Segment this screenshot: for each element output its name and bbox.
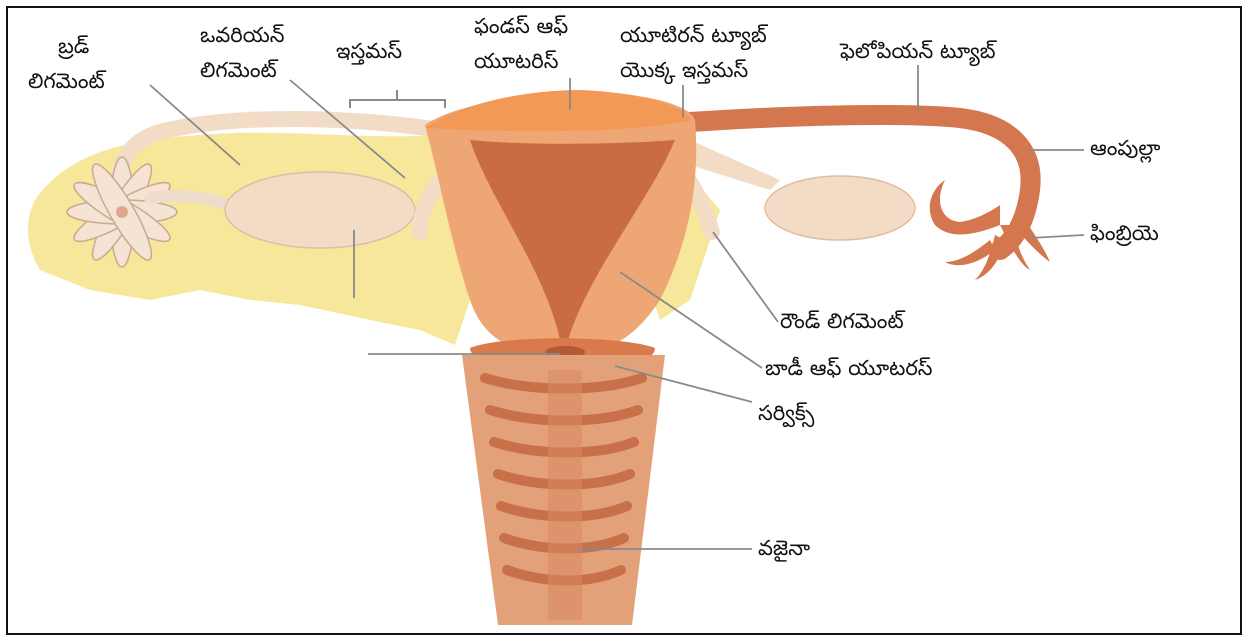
label-fundus-2: యూటరిస్ xyxy=(474,48,558,75)
round-ligament-leader xyxy=(713,232,778,322)
label-vagina: వజైనా xyxy=(758,535,810,562)
label-fimbriae: ఫింబ్రియె xyxy=(1090,220,1159,247)
label-broad-ligament-2: లిగమెంట్ xyxy=(28,68,105,95)
label-broad-ligament-1: బ్రడ్ xyxy=(58,33,89,60)
label-fundus-1: ఫండస్ ఆఫ్ xyxy=(474,13,568,40)
label-body-of-uterus: బాడీ ఆఫ్ యూటరస్ xyxy=(765,355,933,382)
label-tube-isthmus-2: యొక్క ఇస్తమస్ xyxy=(620,57,748,84)
vaginal-canal-shape xyxy=(548,370,582,620)
label-fallopian-tube: ఫెలోపియన్ ట్యూబ్ xyxy=(840,38,996,65)
label-isthmus: ఇస్తమస్ xyxy=(336,38,402,65)
right-ovary-shape xyxy=(765,176,915,240)
label-ampulla: ఆంపుల్లా xyxy=(1090,135,1160,162)
label-ovarian-ligament-2: లిగమెంట్ xyxy=(200,57,277,84)
right-pale-tissue xyxy=(690,140,780,190)
left-ovary-shape xyxy=(225,172,415,248)
isthmus-bracket xyxy=(350,90,445,108)
fundus-shape xyxy=(425,90,692,131)
label-round-ligament: రౌండ్ లిగమెంట్ xyxy=(780,308,904,335)
label-cervix: సర్విక్స్ xyxy=(758,400,814,427)
label-tube-isthmus-1: యూటిరన్ ట్యూబ్ xyxy=(620,22,767,49)
fimbriae-leader xyxy=(1030,235,1084,238)
label-ovarian-ligament-1: ఒవరియన్ xyxy=(200,22,284,49)
